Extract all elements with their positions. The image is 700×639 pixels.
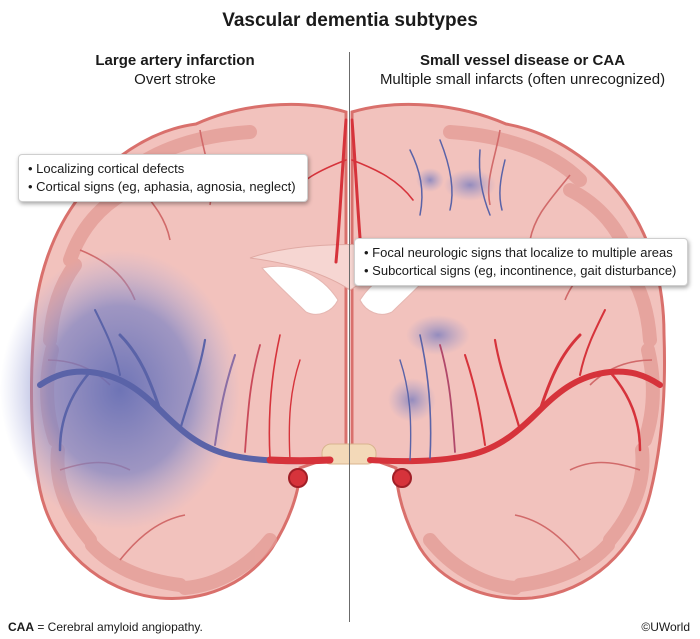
left-callout: • Localizing cortical defects • Cortical…: [18, 154, 308, 202]
right-callout-item: • Subcortical signs (eg, incontinence, g…: [364, 263, 677, 278]
right-panel-header: Small vessel disease or CAA Multiple sma…: [355, 52, 690, 90]
figure-title: Vascular dementia subtypes: [222, 10, 478, 31]
right-middle-cerebral-artery: [367, 309, 663, 465]
footnote: CAA = Cerebral amyloid angiopathy.: [8, 620, 203, 634]
footnote-abbreviation: CAA: [8, 620, 34, 634]
copyright: ©UWorld: [641, 620, 690, 634]
left-panel-header: Large artery infarction Overt stroke: [40, 52, 310, 90]
right-callout-item: • Focal neurologic signs that localize t…: [364, 245, 673, 260]
right-callout: • Focal neurologic signs that localize t…: [354, 238, 688, 286]
left-panel-subheading: Overt stroke: [134, 71, 216, 88]
right-artery-cross-section: [392, 468, 412, 488]
right-panel-subheading: Multiple small infarcts (often unrecogni…: [379, 71, 666, 88]
large-infarct-region: [0, 250, 240, 530]
left-middle-cerebral-artery: [37, 309, 334, 465]
right-hemisphere: [350, 102, 666, 600]
footnote-definition: = Cerebral amyloid angiopathy.: [34, 620, 203, 634]
panel-divider: [349, 52, 350, 622]
left-panel-heading: Large artery infarction: [95, 52, 255, 69]
left-artery-cross-section: [288, 468, 308, 488]
small-vessel-branches: [409, 139, 506, 216]
right-panel-heading: Small vessel disease or CAA: [419, 52, 626, 69]
left-callout-item: • Cortical signs (eg, aphasia, agnosia, …: [28, 179, 296, 194]
left-callout-item: • Localizing cortical defects: [28, 161, 185, 176]
left-lateral-ventricle: [261, 265, 339, 315]
